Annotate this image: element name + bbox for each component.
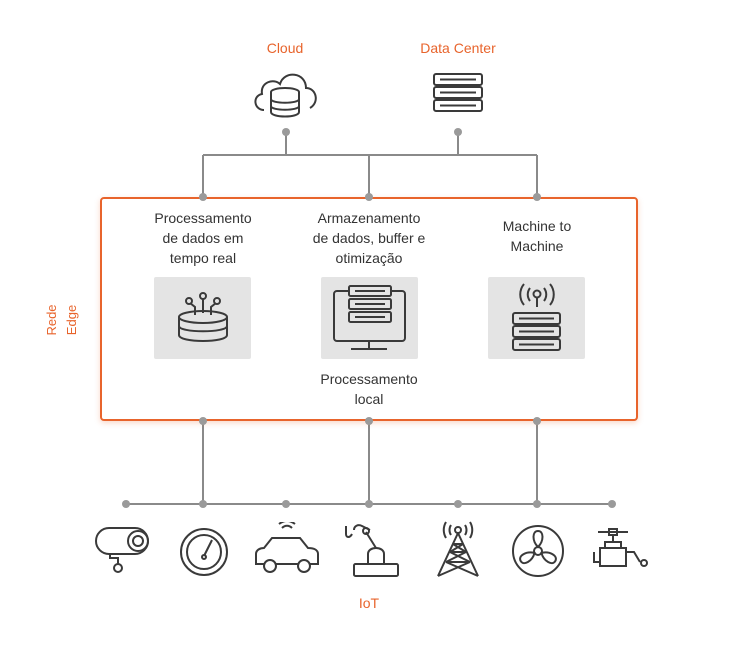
iot-label: IoT bbox=[358, 595, 380, 611]
edge-network-label: Rede Edge bbox=[44, 304, 79, 336]
machine-to-machine-label: Machine to Machine bbox=[502, 218, 572, 254]
camera-icon bbox=[95, 527, 149, 573]
machine-to-machine-tile bbox=[488, 277, 585, 359]
fan-icon bbox=[512, 525, 564, 577]
database-sensor-icon bbox=[178, 292, 228, 342]
gauge-icon bbox=[180, 528, 228, 576]
storage-tile bbox=[321, 277, 418, 359]
cloud-label: Cloud bbox=[266, 40, 304, 56]
server-rack-icon bbox=[433, 73, 483, 112]
datacenter-label: Data Center bbox=[420, 40, 496, 56]
cell-tower-icon bbox=[437, 521, 479, 577]
monitor-server-icon bbox=[333, 285, 406, 350]
robot-arm-icon bbox=[345, 524, 399, 577]
cloud-database-icon bbox=[254, 73, 317, 118]
local-processing-label: Processamento local bbox=[320, 371, 418, 407]
realtime-processing-tile bbox=[154, 277, 251, 359]
wireless-server-icon bbox=[512, 283, 561, 351]
realtime-processing-label: Processamento de dados em tempo real bbox=[154, 210, 252, 266]
valve-icon bbox=[593, 528, 648, 567]
connected-car-icon bbox=[255, 522, 319, 573]
storage-label: Armazenamento de dados, buffer e otimiza… bbox=[312, 210, 426, 266]
